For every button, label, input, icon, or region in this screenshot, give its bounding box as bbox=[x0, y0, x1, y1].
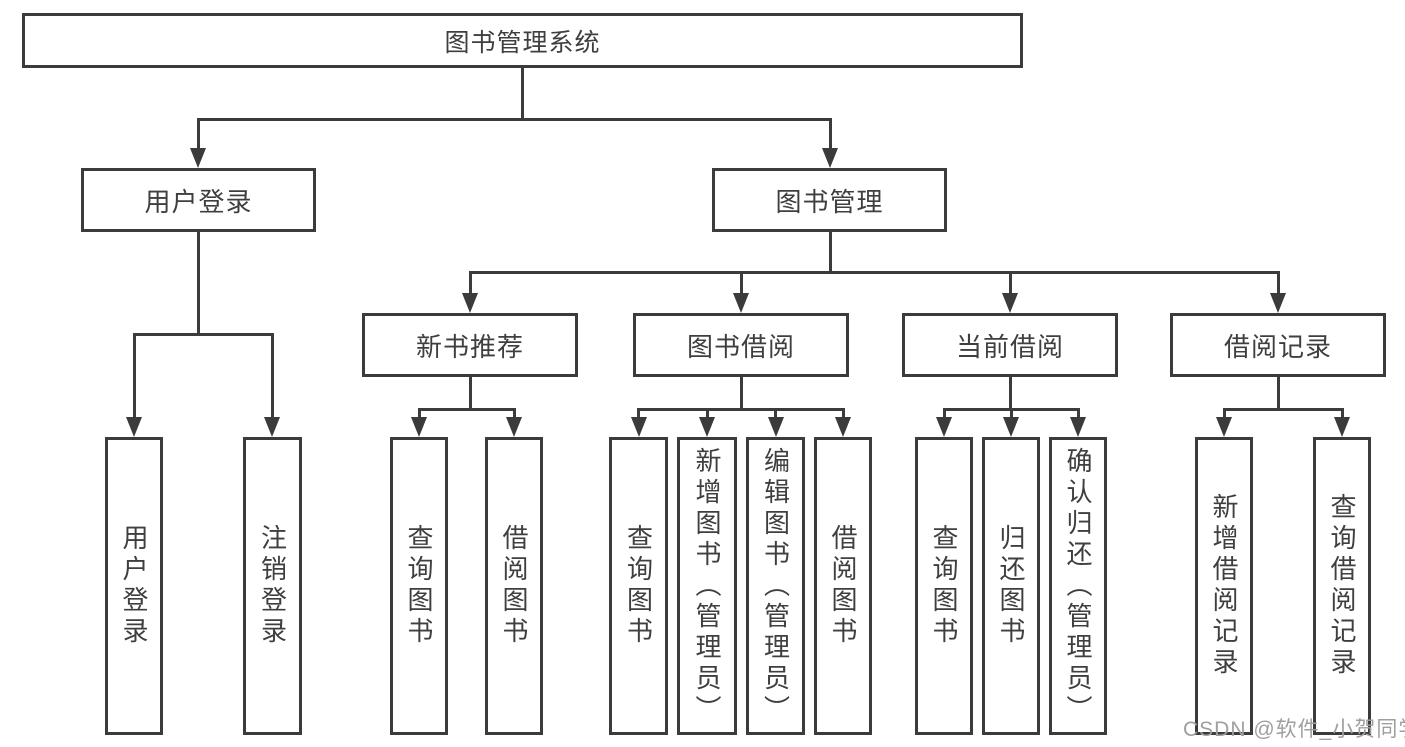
connector-arrow-stem bbox=[1340, 408, 1344, 417]
arrowhead-down-icon bbox=[630, 417, 647, 437]
connector-line bbox=[1008, 377, 1012, 411]
node-leaf-query-books-recommend-label: 查询图书 bbox=[404, 524, 434, 648]
arrowhead-down-icon bbox=[1334, 417, 1350, 437]
connector-arrow-stem bbox=[468, 271, 472, 293]
arrowhead-down-icon bbox=[462, 293, 478, 313]
node-leaf-edit-books-admin-label: 编辑图书（管理员） bbox=[760, 446, 791, 726]
node-leaf-logout: 注销登录 bbox=[243, 437, 302, 735]
connector-arrow-stem bbox=[1276, 271, 1280, 293]
watermark: CSDN @软件_小贺同学 bbox=[1183, 718, 1405, 741]
connector-line bbox=[739, 377, 743, 411]
node-leaf-confirm-return-admin-label: 确认归还（管理员） bbox=[1063, 446, 1093, 726]
node-leaf-return-books: 归还图书 bbox=[982, 437, 1040, 735]
node-current-borrowing-label: 当前借阅 bbox=[955, 331, 1064, 362]
node-leaf-return-books-label: 归还图书 bbox=[996, 524, 1026, 648]
arrowhead-down-icon bbox=[1270, 293, 1286, 313]
node-leaf-add-borrow-record-label: 新增借阅记录 bbox=[1209, 493, 1239, 679]
node-leaf-borrow-books-borrowing: 借阅图书 bbox=[814, 437, 872, 735]
node-book-borrowing-label: 图书借阅 bbox=[686, 331, 795, 362]
node-leaf-query-books-current: 查询图书 bbox=[915, 437, 973, 735]
arrowhead-down-icon bbox=[822, 148, 838, 168]
node-leaf-edit-books-admin: 编辑图书（管理员） bbox=[746, 437, 805, 735]
connector-arrow-stem bbox=[196, 118, 200, 148]
node-user-login: 用户登录 bbox=[81, 168, 316, 232]
connector-arrow-stem bbox=[774, 408, 777, 417]
arrowhead-down-icon bbox=[126, 417, 142, 437]
node-current-borrowing: 当前借阅 bbox=[902, 313, 1118, 377]
connector-arrow-stem bbox=[132, 333, 136, 417]
node-leaf-user-login: 用户登录 bbox=[105, 437, 163, 735]
arrowhead-down-icon bbox=[936, 417, 952, 437]
node-leaf-confirm-return-admin: 确认归还（管理员） bbox=[1049, 437, 1107, 735]
arrowhead-down-icon bbox=[190, 148, 206, 168]
connector-arrow-stem bbox=[637, 408, 640, 417]
arrowhead-down-icon bbox=[733, 293, 749, 313]
node-borrowing-records: 借阅记录 bbox=[1170, 313, 1386, 377]
node-leaf-borrow-books-borrowing-label: 借阅图书 bbox=[828, 524, 858, 648]
connector-line bbox=[520, 68, 524, 121]
arrowhead-down-icon bbox=[1003, 417, 1019, 437]
arrowhead-down-icon bbox=[1070, 417, 1086, 437]
node-leaf-query-books-current-label: 查询图书 bbox=[929, 524, 959, 648]
node-book-borrowing: 图书借阅 bbox=[633, 313, 849, 377]
node-book-management-label: 图书管理 bbox=[775, 186, 884, 217]
node-leaf-add-books-admin-label: 新增图书（管理员） bbox=[692, 446, 722, 726]
connector-line bbox=[828, 232, 832, 274]
connector-arrow-stem bbox=[1008, 271, 1012, 293]
connector-arrow-stem bbox=[270, 333, 274, 417]
node-leaf-borrow-books-recommend-label: 借阅图书 bbox=[499, 524, 529, 648]
connector-arrow-stem bbox=[1009, 408, 1013, 417]
connector-arrow-stem bbox=[1222, 408, 1226, 417]
connector-line bbox=[132, 333, 274, 336]
node-book-management: 图书管理 bbox=[712, 168, 947, 232]
arrowhead-down-icon bbox=[767, 417, 784, 437]
connector-arrow-stem bbox=[841, 408, 845, 417]
connector-line bbox=[1222, 408, 1344, 411]
arrowhead-down-icon bbox=[699, 417, 715, 437]
arrowhead-down-icon bbox=[264, 417, 280, 437]
node-new-book-recommend: 新书推荐 bbox=[362, 313, 578, 377]
arrowhead-down-icon bbox=[1002, 293, 1018, 313]
connector-line bbox=[1276, 377, 1280, 411]
node-leaf-user-login-label: 用户登录 bbox=[119, 524, 149, 648]
node-leaf-add-books-admin: 新增图书（管理员） bbox=[677, 437, 737, 735]
node-leaf-query-borrow-record: 查询借阅记录 bbox=[1313, 437, 1371, 735]
connector-arrow-stem bbox=[828, 118, 832, 148]
connector-line bbox=[468, 271, 1280, 274]
node-new-book-recommend-label: 新书推荐 bbox=[415, 331, 524, 362]
arrowhead-down-icon bbox=[835, 417, 851, 437]
node-leaf-borrow-books-recommend: 借阅图书 bbox=[485, 437, 543, 735]
arrowhead-down-icon bbox=[1216, 417, 1232, 437]
arrowhead-down-icon bbox=[411, 417, 427, 437]
node-leaf-query-books-borrowing-label: 查询图书 bbox=[623, 524, 654, 648]
arrowhead-down-icon bbox=[506, 417, 522, 437]
connector-arrow-stem bbox=[705, 408, 709, 417]
connector-line bbox=[196, 232, 200, 336]
connector-line bbox=[417, 408, 516, 411]
node-root-label: 图书管理系统 bbox=[444, 28, 601, 57]
connector-line bbox=[637, 408, 844, 411]
connector-line bbox=[196, 118, 832, 121]
connector-arrow-stem bbox=[417, 408, 421, 417]
connector-arrow-stem bbox=[942, 408, 946, 417]
node-leaf-query-books-borrowing: 查询图书 bbox=[609, 437, 668, 735]
connector-line bbox=[468, 377, 472, 411]
node-leaf-logout-label: 注销登录 bbox=[257, 524, 288, 648]
node-borrowing-records-label: 借阅记录 bbox=[1223, 331, 1332, 362]
node-root: 图书管理系统 bbox=[22, 13, 1023, 68]
node-leaf-query-borrow-record-label: 查询借阅记录 bbox=[1327, 493, 1357, 679]
connector-arrow-stem bbox=[1076, 408, 1080, 417]
node-leaf-add-borrow-record: 新增借阅记录 bbox=[1195, 437, 1253, 735]
connector-arrow-stem bbox=[739, 271, 743, 293]
node-leaf-query-books-recommend: 查询图书 bbox=[390, 437, 448, 735]
connector-arrow-stem bbox=[512, 408, 516, 417]
node-user-login-label: 用户登录 bbox=[144, 186, 253, 217]
